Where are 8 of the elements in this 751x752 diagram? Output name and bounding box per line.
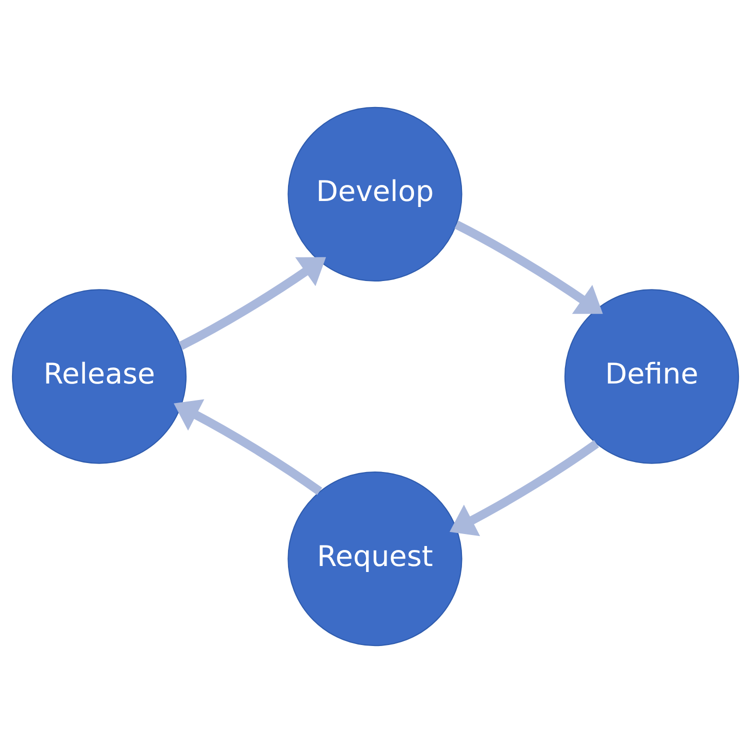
node-circle: Define — [564, 288, 740, 464]
node-circle: Develop — [288, 106, 462, 281]
arrow — [454, 220, 603, 314]
node-circle: Release — [12, 288, 187, 464]
node-circle: Request — [288, 471, 462, 646]
arrow — [178, 256, 326, 350]
arrow — [174, 398, 322, 494]
arrow — [450, 440, 600, 536]
